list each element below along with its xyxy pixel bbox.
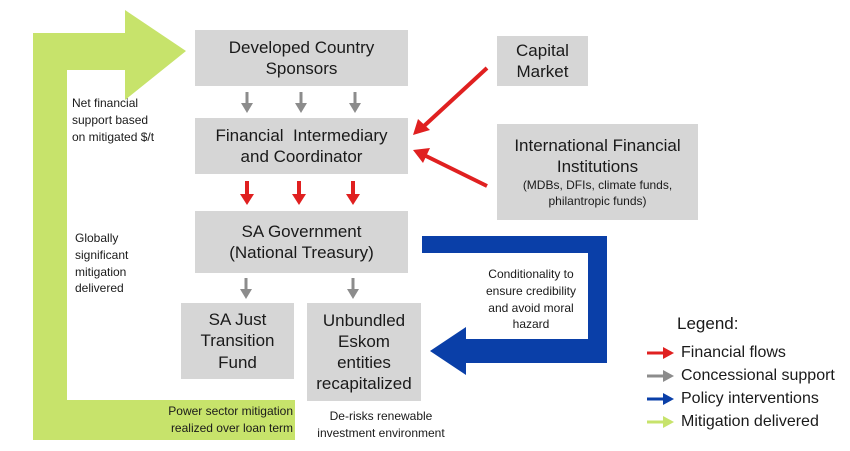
sponsors-line-1: Developed Country: [228, 37, 375, 57]
derisks-line-2: investment environment: [317, 425, 445, 440]
conditionality-note: Conditionality to ensure credibility and…: [478, 266, 584, 333]
government-line-1: SA Government: [241, 221, 362, 241]
eskom-box: Unbundled Eskom entities recapitalized: [307, 303, 421, 401]
government-line-2: (National Treasury): [229, 243, 374, 262]
eskom-line-1: Unbundled: [322, 310, 406, 330]
ifi-title-line-2: Institutions: [556, 156, 639, 176]
fund-line-1: SA Just: [208, 310, 267, 330]
net-financial-support-note: Net financial support based on mitigated…: [72, 95, 154, 145]
net-financial-line-2: support based: [72, 112, 149, 127]
power-sector-note: Power sector mitigation realized over lo…: [145, 403, 293, 437]
conditionality-line-2: ensure credibility: [485, 283, 577, 298]
capital-market-line-2: Market: [516, 62, 569, 81]
eskom-line-2: Eskom: [338, 331, 390, 351]
legend-item-concessional: Concessional support: [645, 367, 835, 385]
eskom-line-3: entities: [337, 353, 391, 372]
just-transition-fund-box: SA Just Transition Fund: [181, 303, 294, 379]
intermediary-line-1: Financial Intermediary: [215, 125, 388, 145]
ifi-sub-line-2: philantropic funds): [548, 194, 647, 209]
capital-market-flow-arrow: [422, 66, 489, 128]
green-arrow-icon: [647, 416, 674, 428]
legend-item-mitigation: Mitigation delivered: [645, 413, 819, 431]
ifi-flow-arrow: [425, 154, 488, 188]
red-arrow-icon: [647, 347, 674, 359]
globally-significant-note: Globally significant mitigation delivere…: [75, 230, 128, 297]
legend-label-policy: Policy interventions: [681, 390, 819, 407]
gray-arrow-icon: [647, 370, 674, 382]
legend-label-financial: Financial flows: [681, 344, 786, 361]
ifi-box: International Financial Institutions (MD…: [497, 124, 698, 220]
intermediary-line-2: and Coordinator: [240, 147, 363, 166]
fund-line-3: Fund: [218, 352, 257, 372]
capital-market-box: Capital Market: [497, 36, 588, 86]
net-financial-line-1: Net financial: [72, 96, 139, 110]
blue-arrow-icon: [647, 393, 674, 405]
power-sector-line-1: Power sector mitigation: [168, 404, 293, 418]
financial-flow-arrows: [240, 66, 489, 205]
derisks-line-1: De-risks renewable: [329, 409, 433, 423]
conditionality-line-3: and avoid moral: [488, 300, 574, 315]
legend-label-concessional: Concessional support: [681, 367, 835, 384]
globally-line-4: delivered: [75, 281, 124, 296]
conditionality-line-4: hazard: [512, 317, 550, 332]
ifi-title-line-1: International Financial: [514, 135, 681, 155]
concessional-arrows: [240, 92, 361, 299]
mitigation-loop-arrow: [33, 10, 295, 440]
conditionality-line-1: Conditionality to: [488, 267, 574, 281]
globally-line-3: mitigation: [75, 264, 127, 279]
fund-line-2: Transition: [200, 331, 275, 351]
legend-item-financial: Financial flows: [645, 344, 786, 362]
eskom-line-4: recapitalized: [316, 374, 412, 394]
legend-item-policy: Policy interventions: [645, 390, 819, 408]
sa-government-box: SA Government (National Treasury): [195, 211, 408, 273]
developed-country-sponsors-box: Developed Country Sponsors: [195, 30, 408, 86]
financial-intermediary-box: Financial Intermediary and Coordinator: [195, 118, 408, 174]
globally-line-2: significant: [75, 247, 129, 262]
legend-title: Legend:: [677, 314, 739, 333]
globally-line-1: Globally: [75, 231, 119, 245]
legend-label-mitigation: Mitigation delivered: [681, 413, 819, 430]
ifi-sub-line-1: (MDBs, DFIs, climate funds,: [522, 178, 673, 193]
capital-market-line-1: Capital: [516, 40, 569, 60]
net-financial-line-3: on mitigated $/t: [72, 129, 155, 144]
derisks-note: De-risks renewable investment environmen…: [306, 408, 456, 442]
policy-intervention-arrow: [422, 236, 607, 375]
sponsors-line-2: Sponsors: [265, 59, 338, 78]
power-sector-line-2: realized over loan term: [170, 420, 293, 435]
